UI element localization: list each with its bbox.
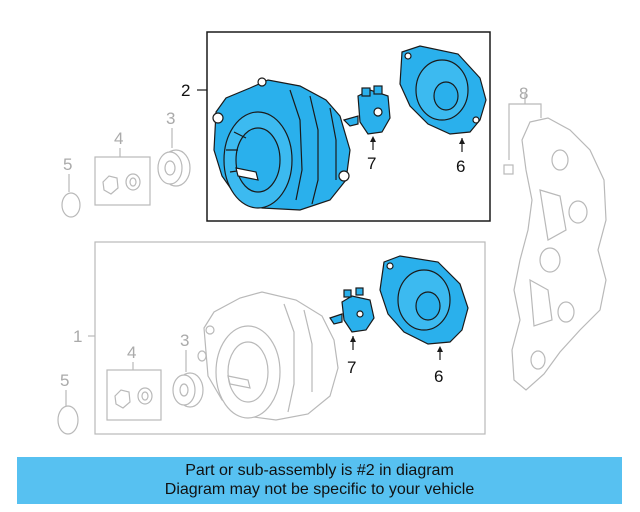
callout-2: 2 xyxy=(181,81,190,100)
rear-cover-6-lower xyxy=(379,255,469,345)
assembly-1-box xyxy=(94,241,486,435)
callout-6b: 6 xyxy=(434,367,443,386)
banner-line-1: Part or sub-assembly is #2 in diagram xyxy=(185,462,454,479)
callout-4b: 4 xyxy=(127,343,136,362)
cap-5-top xyxy=(61,192,81,218)
callout-6a: 6 xyxy=(456,157,465,176)
pulley-3-lower xyxy=(172,350,207,408)
callout-7a-arrow xyxy=(370,136,376,142)
assembly-2-box xyxy=(206,31,491,222)
rear-cover-6-highlighted xyxy=(399,45,487,135)
bolt-8 xyxy=(503,164,514,175)
regulator-7-highlighted xyxy=(342,85,391,135)
info-banner: Part or sub-assembly is #2 in diagram Di… xyxy=(17,457,622,504)
callout-8: 8 xyxy=(519,84,528,103)
nut-kit-4-lower xyxy=(106,369,162,421)
callout-7a: 7 xyxy=(367,154,376,173)
regulator-7-lower xyxy=(329,287,375,333)
callout-5a: 5 xyxy=(63,155,72,174)
callout-6b-arrow xyxy=(437,346,443,352)
parts-diagram: 2 7 6 3 xyxy=(57,31,607,435)
callout-4a: 4 xyxy=(114,129,123,148)
nut-kit-4-top xyxy=(94,156,151,206)
cap-5-lower xyxy=(57,405,79,435)
alternator-gray xyxy=(203,291,339,421)
callout-6a-arrow xyxy=(459,138,465,144)
mounting-bracket xyxy=(511,117,607,391)
callout-7b-arrow xyxy=(350,336,356,342)
alternator-highlighted xyxy=(212,77,351,211)
callout-7b: 7 xyxy=(347,358,356,377)
pulley-3-top xyxy=(157,149,191,187)
callout-1: 1 xyxy=(73,327,82,346)
callout-3b: 3 xyxy=(180,331,189,350)
callout-5b: 5 xyxy=(60,371,69,390)
banner-line-2: Diagram may not be specific to your vehi… xyxy=(164,481,475,498)
callout-3a: 3 xyxy=(166,109,175,128)
